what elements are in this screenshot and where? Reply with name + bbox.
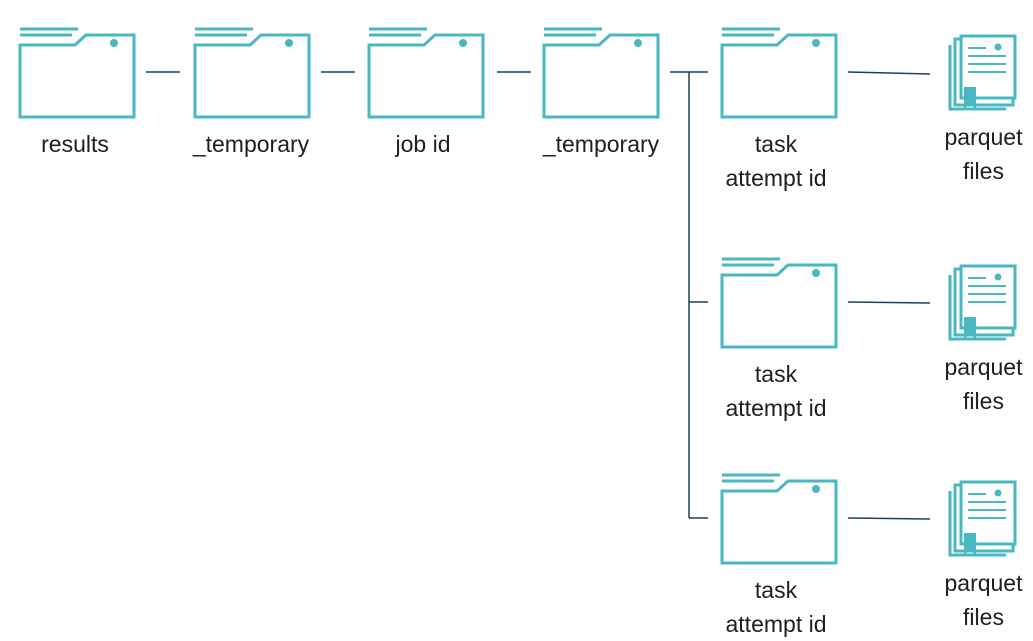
job-id-label-text: job id — [395, 131, 451, 157]
task-attempt-3-line1: task — [754, 577, 798, 603]
task-attempt-2-line1: task — [754, 361, 798, 387]
connectors — [146, 71, 931, 520]
results-label-text: results — [41, 131, 109, 157]
task-attempt-2-folder-icon — [720, 257, 838, 349]
temporary-folder-icon — [193, 27, 311, 119]
parquet-files-2-line1: parquet — [944, 354, 1023, 380]
parquet-files-2-line2: files — [963, 388, 1004, 414]
connector-task3-files — [847, 517, 931, 520]
temporary-2-label: _temporary — [530, 127, 672, 161]
connector-task1-files — [847, 71, 931, 75]
task-attempt-1-folder-icon — [720, 27, 838, 119]
task-attempt-3-line2: attempt id — [725, 611, 827, 637]
task-attempt-1-label: task attempt id — [706, 127, 846, 195]
connector-task2-files — [847, 301, 931, 304]
temporary-2-label-text: _temporary — [542, 131, 660, 157]
task-attempt-2-label: task attempt id — [706, 357, 846, 425]
job-id-folder-icon — [367, 27, 485, 119]
parquet-files-3-line1: parquet — [944, 570, 1023, 596]
task-attempt-2-line2: attempt id — [725, 395, 827, 421]
task-attempt-3-label: task attempt id — [706, 573, 846, 641]
task-attempt-3-folder-icon — [720, 473, 838, 565]
task-attempt-1-line2: attempt id — [725, 165, 827, 191]
results-label: results — [15, 127, 135, 161]
parquet-files-1-line2: files — [963, 158, 1004, 184]
temporary-label-text: _temporary — [192, 131, 310, 157]
task-attempt-1-line1: task — [754, 131, 798, 157]
parquet-files-1-label: parquet files — [934, 120, 1033, 188]
temporary-label: _temporary — [180, 127, 322, 161]
job-id-label: job id — [363, 127, 483, 161]
parquet-files-1-line1: parquet — [944, 124, 1023, 150]
parquet-files-1-icon — [948, 34, 1017, 111]
parquet-files-3-line2: files — [963, 604, 1004, 630]
parquet-files-2-icon — [948, 264, 1017, 341]
parquet-files-3-label: parquet files — [934, 566, 1033, 634]
parquet-files-3-icon — [948, 480, 1017, 557]
temporary-2-folder-icon — [542, 27, 660, 119]
results-folder-icon — [18, 27, 136, 119]
parquet-files-2-label: parquet files — [934, 350, 1033, 418]
